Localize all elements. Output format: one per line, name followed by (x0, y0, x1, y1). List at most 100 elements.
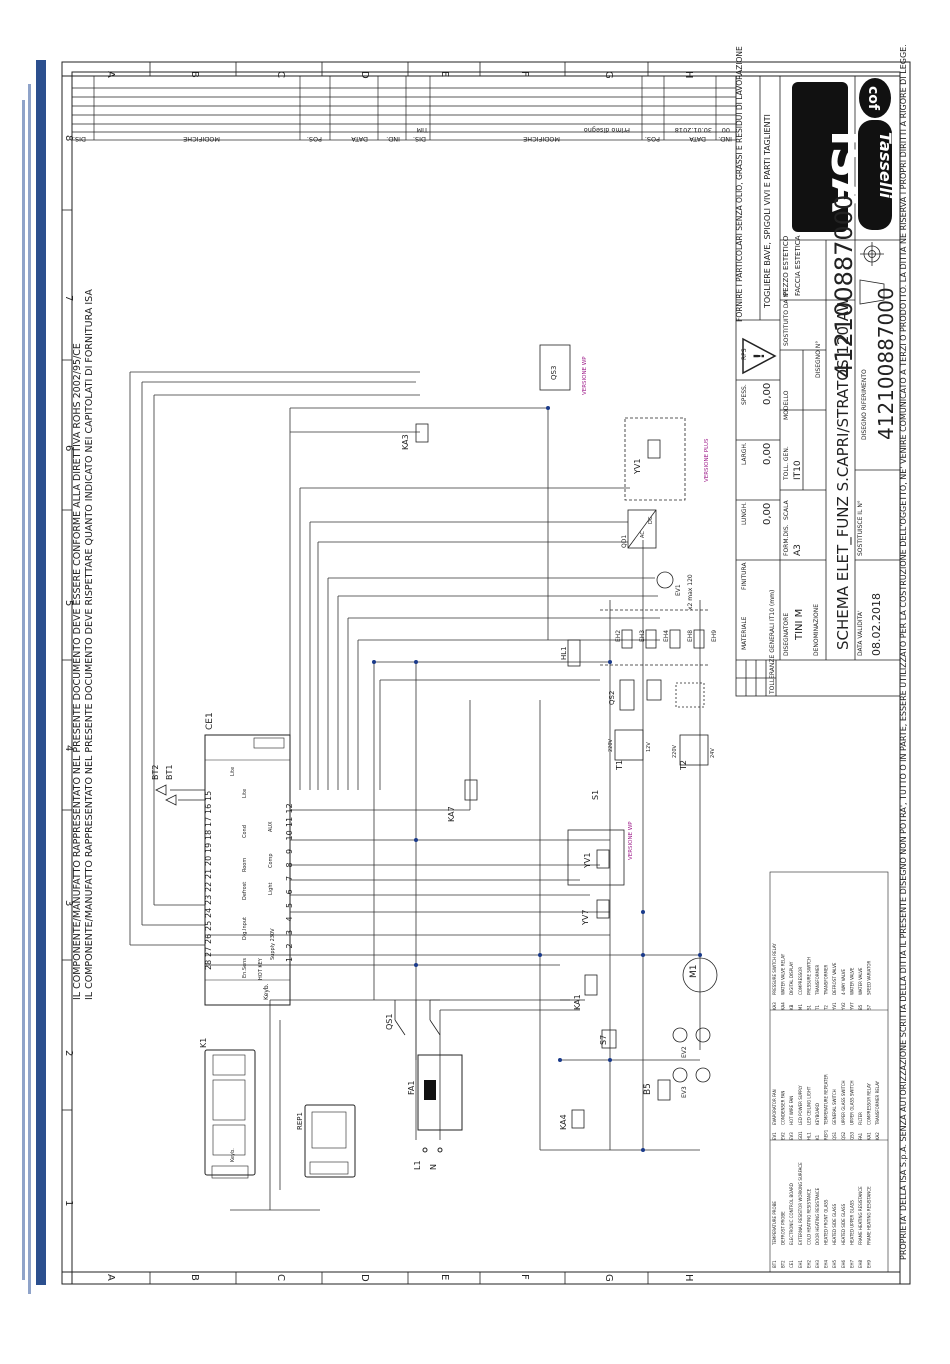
rev-modifiche: Primo disegno (584, 126, 630, 134)
tb-materiale-label: MATERIALE (741, 616, 748, 650)
ka3-label: KA3 (401, 434, 410, 450)
legend-cell: B5 (858, 1004, 863, 1010)
legend-cell: EV2 (781, 1132, 786, 1140)
t1-label: T1 (615, 760, 624, 771)
grid-number: 7 (63, 295, 74, 301)
legend-cell: DIGITAL DISPLAY (789, 961, 794, 995)
legend-cell: EV1 (772, 1132, 777, 1140)
grid-letter: A (105, 71, 116, 78)
switch-s1: S1 (591, 790, 600, 800)
qd1-label: QD1 (621, 535, 628, 548)
relay-ka1: KA1 (560, 974, 598, 1010)
hl1-label: HL1 (560, 646, 568, 660)
eh9-label: EH9 (711, 630, 718, 642)
relay-ka4: KA4 (559, 1109, 585, 1130)
legend-cell: HEATED FRONT GLASS (824, 1199, 829, 1245)
tb-toll-label: TOLL. GEN. (783, 446, 790, 481)
tb-disegnatore: TINI M (794, 609, 805, 641)
ce1-ch-defrost: Defrost (242, 882, 248, 900)
legend-cell: YV7 (849, 1002, 854, 1011)
accent-bar-thin (28, 84, 31, 1294)
legend-cell: QS1 (832, 1131, 837, 1140)
legend-cell: KA2 (875, 1132, 880, 1140)
tb-pezzo: PEZZO ESTETICO (782, 235, 790, 296)
legend-cell: FRAME HEATING RESISTANCE (858, 1186, 863, 1245)
ce1-ch-ensens: En.Sens (242, 958, 248, 978)
legend-cell: TRANSFORMER (815, 964, 820, 996)
tb-sostituisce-label: SOSTITUISCE IL N° (857, 500, 864, 556)
rev-header: IND. (718, 135, 732, 143)
l1-label: L1 (413, 1160, 422, 1170)
legend-cell: FILTER (858, 1112, 863, 1125)
legend-cell: PRESSURE SWITCH RELAY (772, 943, 777, 995)
t2-220v: 220V (672, 744, 678, 758)
eh2-label: EH2 (615, 630, 622, 642)
terminal-number: 19 (204, 843, 213, 853)
ce1-ch-lite2: Lite (230, 767, 236, 776)
terminal-number: 27 (204, 947, 213, 957)
s1-label: S1 (591, 790, 600, 800)
rev-header: DATA (689, 135, 706, 143)
psu-qd1: AC DC QD1 (621, 509, 657, 549)
ce1-ch-lite: Lite (242, 789, 248, 798)
qd1-dc: DC (648, 516, 654, 524)
legend-cell: PRESSURE SWITCH (806, 957, 811, 995)
tb-finitura-label: FINITURA (741, 562, 748, 590)
grid-numbers: 8 7 6 5 4 3 2 1 (63, 135, 74, 1206)
grid-letter: E (439, 1274, 450, 1280)
valve-yv1-wp: YV1 VERSIONE WP (567, 821, 634, 886)
grid-letter: C (275, 1274, 286, 1281)
terminal-number: 12 (285, 803, 294, 813)
controller-ce1: CE1 Supply 230V HOT KEY Dig.Input Defros… (204, 712, 294, 1006)
grid-letter: C (275, 71, 286, 78)
tb-disegno-label: DISEGNO N° (815, 341, 822, 378)
tb-validita-label: DATA VALIDITA' (857, 610, 864, 656)
terminal-number: 8 (285, 862, 294, 867)
fa1-label: FA1 (407, 1081, 416, 1095)
probes: BT2 BT1 (151, 765, 205, 806)
legend-cell: GD1 (798, 1131, 803, 1140)
relay-ka3: KA3 (401, 423, 429, 450)
compressor-m1: M1 (682, 957, 718, 993)
tb-scala-label: SCALA (783, 499, 790, 520)
tb-rif-label: DISEGNO RIFERIMENTO (861, 369, 868, 440)
tb-rps-label: RPS (741, 348, 748, 360)
legend-cell: QS2 (841, 1131, 846, 1140)
m1-label: M1 (689, 965, 699, 979)
rev-data: 30.01.2018 (675, 126, 712, 134)
ev3-label: EV3 (681, 1086, 688, 1098)
n-label: N (429, 1164, 438, 1170)
switch-qs2: QS2 (608, 679, 705, 711)
grid-number: 5 (63, 600, 74, 606)
legend-cell: CONDENSER FAN (781, 1091, 786, 1125)
cof-logo-text: cof (865, 86, 881, 111)
legend-cell: YV1 (832, 1002, 837, 1011)
grid-letter: B (189, 71, 200, 78)
accent-bar-thin (22, 100, 25, 1280)
legend-cell: QS3 (849, 1131, 854, 1140)
legend-cell: TRANSFORMER (824, 964, 829, 996)
junction-dots (372, 406, 702, 1152)
ce1-hotkey: HOT KEY (258, 957, 264, 980)
terminal-number: 28 (204, 960, 213, 970)
switch-qs3: QS3 VERSIONE WP (539, 344, 588, 395)
legend-cell: DOOR HEATING RESISTANCE (815, 1187, 820, 1245)
legend-cell: GENERAL SWITCH (832, 1089, 837, 1125)
ce1-ch-aux: AUX (268, 821, 274, 832)
legend-cell: EV3 (789, 1132, 794, 1140)
terminal-number: 16 (204, 804, 213, 814)
tb-sostituito-label: SOSTITUITO DA N° (783, 290, 790, 346)
wiring (129, 371, 701, 1211)
valve-yv1-plus: YV1 VERSIONE PLUS (624, 417, 710, 501)
grid-ticks (62, 62, 649, 1284)
legend-cell: EH8 (858, 1259, 863, 1268)
legend-cell: EH5 (832, 1259, 837, 1268)
grid-letter: G (603, 1274, 614, 1282)
rev-header: DATA (351, 135, 368, 143)
qs2-label: QS2 (608, 691, 616, 705)
yv1-plus-label: YV1 (633, 459, 642, 475)
mains: L1 N (413, 1147, 443, 1170)
tb-warning-2: TOGLIERE BAVE, SPIGOLI VIVI E PARTI TAGL… (763, 114, 772, 309)
tb-largh: 0,00 (762, 443, 773, 465)
